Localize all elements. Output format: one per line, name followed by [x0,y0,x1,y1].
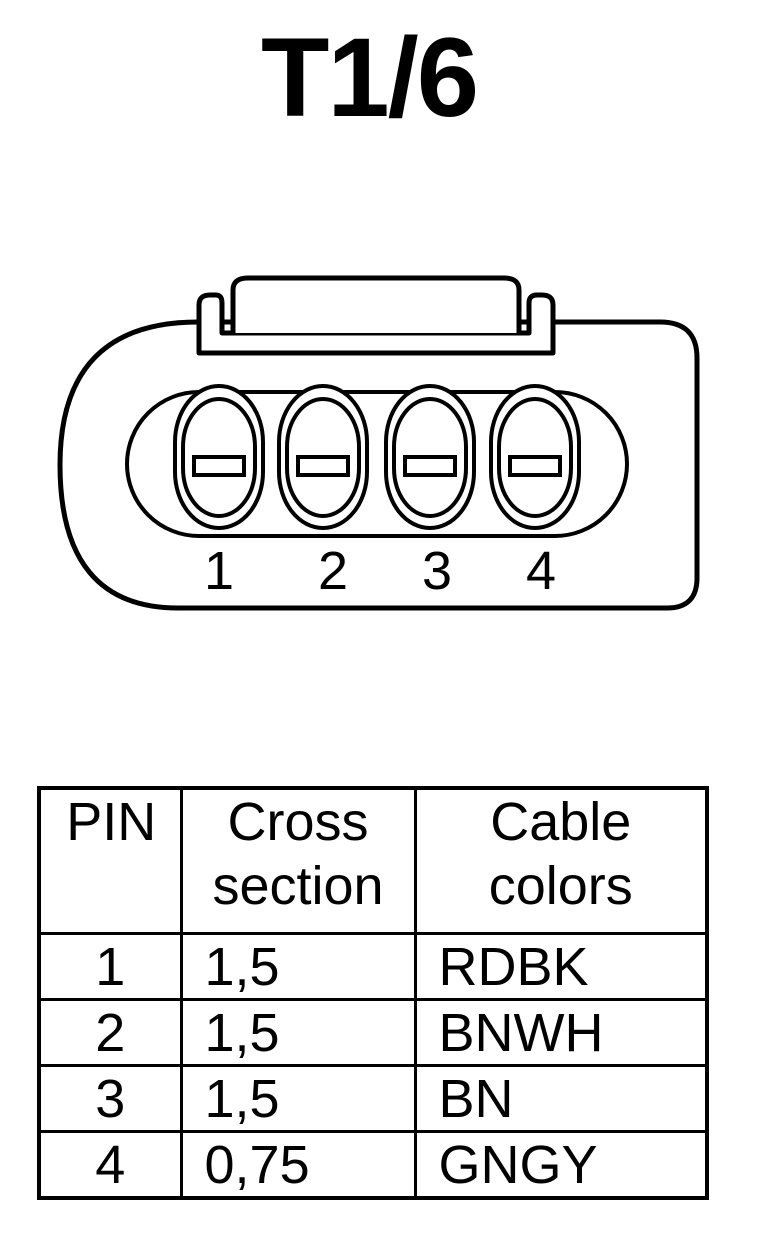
pin-number-2: 2 [318,541,348,601]
table-row: 3 1,5 BN [37,1064,709,1133]
row-pin: 3 [37,1064,183,1133]
header-cable-colors: Cable colors [413,786,709,935]
pin-number-1: 1 [204,541,234,601]
table-row: 2 1,5 BNWH [37,998,709,1067]
row-cross-section: 1,5 [179,932,417,1001]
pin-number-4: 4 [526,541,556,601]
row-pin: 2 [37,998,183,1067]
connector-title: T1/6 [260,15,479,140]
header-pin: PIN [37,786,183,935]
connector-diagram: 1 2 3 4 [57,275,700,611]
row-cable-color: BN [413,1064,709,1133]
pin-terminal-4 [489,384,581,530]
row-pin: 4 [37,1130,183,1200]
pin-assignment-table: PIN Cross section Cable colors 1 1,5 RDB… [37,786,709,1200]
pin-terminal-1 [173,384,265,530]
connector-latch-bracket [196,292,556,356]
table-header-row: PIN Cross section Cable colors [37,786,709,935]
header-cross-section: Cross section [179,786,417,935]
pin-terminal-2 [277,384,369,530]
row-cable-color: RDBK [413,932,709,1001]
connector-latch [230,275,522,333]
row-cable-color: BNWH [413,998,709,1067]
pin-number-3: 3 [422,541,452,601]
row-cross-section: 0,75 [179,1130,417,1200]
table-row: 1 1,5 RDBK [37,932,709,1001]
table-row: 4 0,75 GNGY [37,1130,709,1200]
row-cross-section: 1,5 [179,998,417,1067]
row-pin: 1 [37,932,183,1001]
row-cable-color: GNGY [413,1130,709,1200]
row-cross-section: 1,5 [179,1064,417,1133]
pin-terminal-3 [384,384,476,530]
